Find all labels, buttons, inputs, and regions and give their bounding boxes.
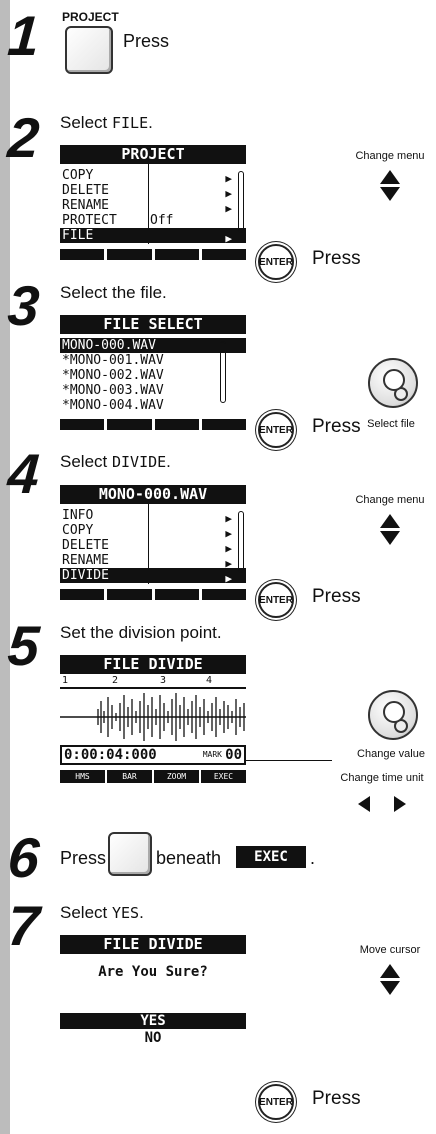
file-item-0[interactable]: MONO-000.WAV xyxy=(60,338,246,353)
submenu-arrows-icon: ▶▶▶▶▶ xyxy=(225,512,232,585)
lcd-confirm: FILE DIVIDE Are You Sure? YES NO xyxy=(60,935,246,1065)
tab-bar[interactable]: BAR xyxy=(107,770,152,783)
lcd-title: MONO-000.WAV xyxy=(60,485,246,504)
menu-item-copy[interactable]: COPY xyxy=(62,523,94,538)
step-number-4: 4 xyxy=(5,442,42,505)
step-number-3: 3 xyxy=(5,274,42,337)
step4-instruction: Select DIVIDE. xyxy=(60,452,171,471)
step3-instruction: Select the file. xyxy=(60,283,167,302)
move-cursor-label: Move cursor xyxy=(359,944,421,956)
lcd-tab-bar xyxy=(60,419,246,430)
step7-press-text: Press xyxy=(312,1088,361,1109)
change-menu-label: Change menu xyxy=(355,494,425,506)
enter-button-icon[interactable]: ENTER xyxy=(258,582,294,618)
option-no[interactable]: NO xyxy=(144,1030,162,1046)
function-key-button[interactable] xyxy=(108,832,152,876)
step6-beneath-text: beneath xyxy=(156,848,222,868)
time-value: 0:00:04:000 xyxy=(64,747,157,763)
step-number-7: 7 xyxy=(5,894,42,957)
scrollbar[interactable] xyxy=(220,341,226,403)
scrollbar[interactable] xyxy=(238,171,244,233)
step7-instruction: Select YES. xyxy=(60,903,144,922)
lcd-file-select: FILE SELECT MONO-000.WAV *MONO-001.WAV *… xyxy=(60,315,246,430)
project-key-label: PROJECT xyxy=(62,10,119,24)
step4-press-text: Press xyxy=(312,586,361,607)
menu-item-info[interactable]: INFO xyxy=(62,508,94,523)
file-item-2[interactable]: *MONO-002.WAV xyxy=(62,368,164,383)
menu-item-delete[interactable]: DELETE xyxy=(62,538,109,553)
lcd-file-menu: MONO-000.WAV INFO COPY DELETE RENAME DIV… xyxy=(60,485,246,600)
step3-press-text: Press xyxy=(312,416,361,437)
change-time-unit-label: Change time unit xyxy=(340,772,424,784)
enter-button-icon[interactable]: ENTER xyxy=(258,412,294,448)
protect-value: Off xyxy=(150,213,174,228)
up-down-arrows-icon xyxy=(380,964,400,995)
lcd-tab-bar xyxy=(60,589,246,600)
tab-hms[interactable]: HMS xyxy=(60,770,105,783)
menu-item-delete[interactable]: DELETE xyxy=(62,183,109,198)
scrollbar[interactable] xyxy=(238,511,244,573)
step-number-1: 1 xyxy=(5,4,42,67)
lcd-title: PROJECT xyxy=(60,145,246,164)
lcd-tab-bar: HMS BAR ZOOM EXEC xyxy=(60,770,246,783)
cursor-left-icon[interactable] xyxy=(358,796,370,812)
change-value-label: Change value xyxy=(357,748,425,760)
file-item-1[interactable]: *MONO-001.WAV xyxy=(62,353,164,368)
time-display[interactable]: 0:00:04:000 MARK 00 xyxy=(60,745,246,765)
lcd-title: FILE DIVIDE xyxy=(60,655,246,674)
step6-press-text: Press xyxy=(60,848,107,868)
step1-press-text: Press xyxy=(123,31,170,51)
step-number-6: 6 xyxy=(5,826,42,889)
lcd-title: FILE SELECT xyxy=(60,315,246,334)
tab-exec[interactable]: EXEC xyxy=(201,770,246,783)
change-menu-label: Change menu xyxy=(355,150,425,162)
enter-button-icon[interactable]: ENTER xyxy=(258,1084,294,1120)
bar-ruler: 1 2 3 4 xyxy=(60,675,246,689)
lcd-tab-bar xyxy=(60,249,246,260)
up-down-arrows-icon xyxy=(380,170,400,201)
mark-label: MARK xyxy=(202,750,222,759)
waveform[interactable] xyxy=(60,691,246,743)
exec-tab-label: EXEC xyxy=(236,846,306,868)
up-down-arrows-icon xyxy=(380,514,400,545)
cursor-right-icon[interactable] xyxy=(394,796,406,812)
menu-item-rename[interactable]: RENAME xyxy=(62,553,109,568)
menu-item-file[interactable]: FILE xyxy=(60,228,246,243)
menu-item-divide[interactable]: DIVIDE xyxy=(60,568,246,583)
dial-icon[interactable] xyxy=(368,690,418,740)
project-button[interactable] xyxy=(65,26,113,74)
step2-instruction: Select FILE. xyxy=(60,113,153,132)
option-yes[interactable]: YES xyxy=(60,1013,246,1029)
menu-item-copy[interactable]: COPY xyxy=(62,168,94,183)
step-number-5: 5 xyxy=(5,614,42,677)
submenu-arrows-icon: ▶▶▶▶ xyxy=(225,172,232,245)
select-file-label: Select file xyxy=(367,418,415,430)
dial-icon[interactable] xyxy=(368,358,418,408)
step-number-2: 2 xyxy=(5,106,42,169)
callout-line xyxy=(246,760,332,761)
lcd-title: FILE DIVIDE xyxy=(60,935,246,954)
menu-item-rename[interactable]: RENAME xyxy=(62,198,109,213)
sidebar-strip xyxy=(0,0,10,1134)
file-item-3[interactable]: *MONO-003.WAV xyxy=(62,383,164,398)
step2-press-text: Press xyxy=(312,248,361,269)
mark-value: 00 xyxy=(225,747,242,763)
confirm-question: Are You Sure? xyxy=(98,964,208,980)
tab-zoom[interactable]: ZOOM xyxy=(154,770,199,783)
enter-button-icon[interactable]: ENTER xyxy=(258,244,294,280)
lcd-file-divide: FILE DIVIDE 1 2 3 4 0:00:04:000 MARK 00 … xyxy=(60,655,246,783)
step5-instruction: Set the division point. xyxy=(60,623,222,642)
file-item-4[interactable]: *MONO-004.WAV xyxy=(62,398,164,413)
